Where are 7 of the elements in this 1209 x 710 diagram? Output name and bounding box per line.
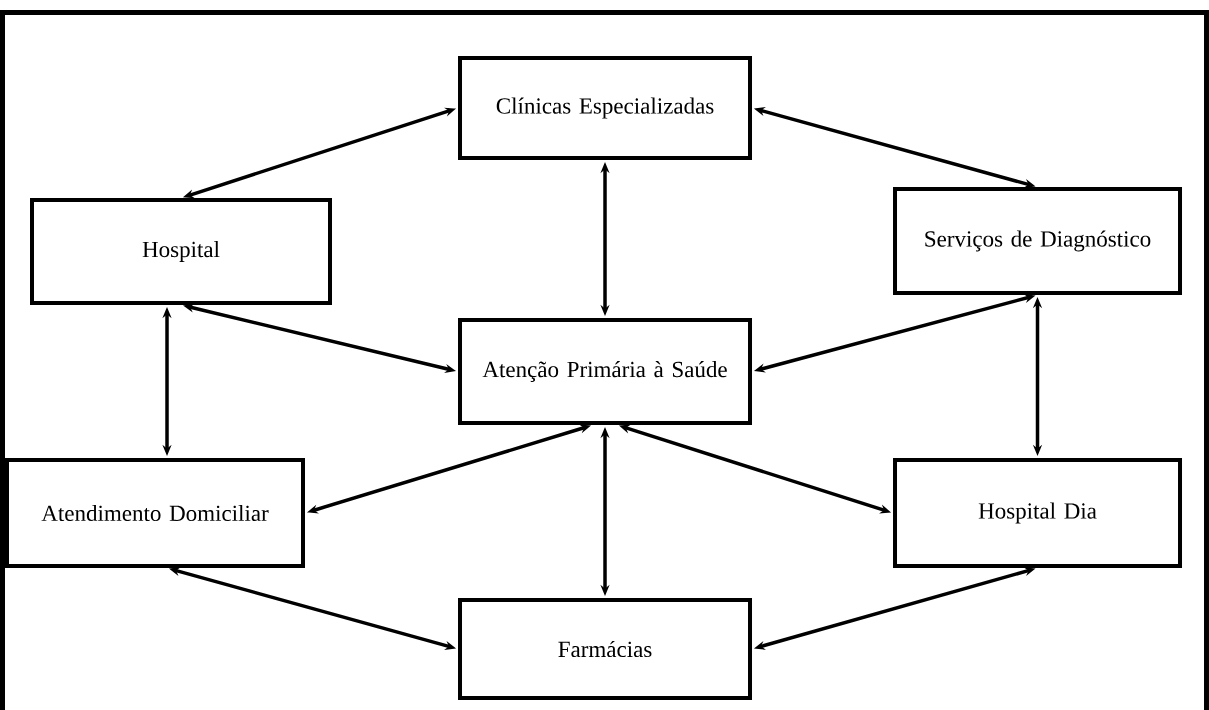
process-box: Farmácias [458,598,752,700]
process-box: Serviços de Diagnóstico [893,187,1182,295]
process-box: Clínicas Especializadas [458,56,752,160]
process-box: Hospital Dia [893,458,1182,568]
process-box: Hospital [30,198,332,305]
process-box: Atenção Primária à Saúde [458,318,752,425]
process-box: Atendimento Domiciliar [5,458,305,568]
